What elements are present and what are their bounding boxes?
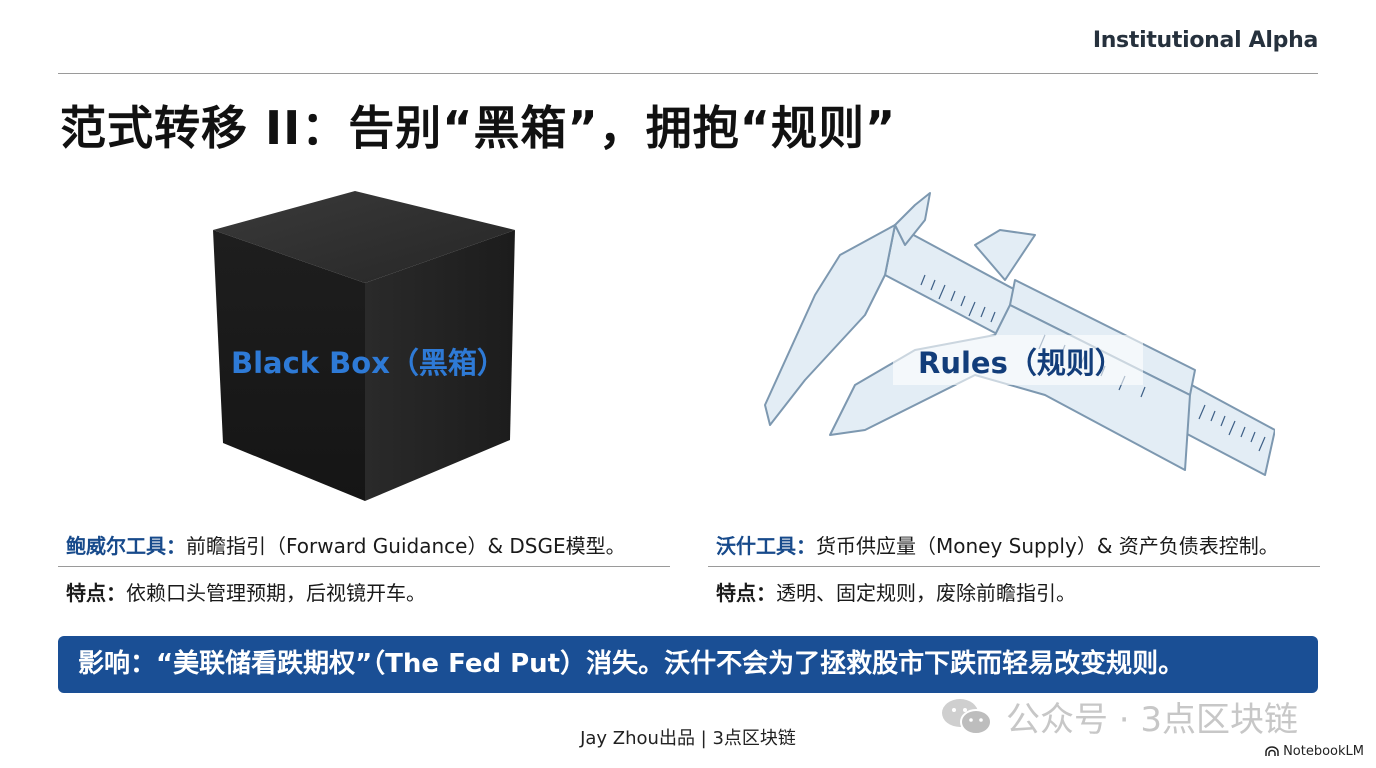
powell-column: 鲍威尔工具：前瞻指引（Forward Guidance）& DSGE模型。 特点… <box>58 530 670 607</box>
powell-features: 特点：依赖口头管理预期，后视镜开车。 <box>58 579 670 607</box>
wechat-icon <box>942 698 992 735</box>
rules-label: Rules（规则） <box>918 346 1124 380</box>
page-title: 范式转移 II：告别“黑箱”，拥抱“规则” <box>60 101 897 155</box>
warsh-features: 特点：透明、固定规则，废除前瞻指引。 <box>708 579 1320 607</box>
warsh-tools-value: 货币供应量（Money Supply）& 资产负债表控制。 <box>816 534 1279 558</box>
header-divider <box>58 73 1318 74</box>
column-divider <box>708 566 1320 567</box>
notebooklm-icon <box>1265 746 1279 756</box>
notebooklm-badge: NotebookLM <box>1265 744 1364 759</box>
black-box-label: Black Box（黑箱） <box>231 346 506 380</box>
footer-credit: Jay Zhou出品 | 3点区块链 <box>0 724 1376 750</box>
impact-banner: 影响：“美联储看跌期权”（The Fed Put）消失。沃什不会为了拯救股市下跌… <box>58 636 1318 693</box>
warsh-tools: 沃什工具：货币供应量（Money Supply）& 资产负债表控制。 <box>708 530 1320 564</box>
powell-tools-value: 前瞻指引（Forward Guidance）& DSGE模型。 <box>186 534 626 558</box>
warsh-features-value: 透明、固定规则，废除前瞻指引。 <box>776 581 1076 605</box>
black-cube-icon <box>205 185 525 505</box>
powell-tools-key: 鲍威尔工具： <box>66 534 186 558</box>
warsh-column: 沃什工具：货币供应量（Money Supply）& 资产负债表控制。 特点：透明… <box>708 530 1320 607</box>
warsh-tools-key: 沃什工具： <box>716 534 816 558</box>
column-divider <box>58 566 670 567</box>
notebooklm-text: NotebookLM <box>1283 744 1364 759</box>
powell-features-key: 特点： <box>66 581 126 605</box>
watermark-text: 公众号 · 3点区块链 <box>1006 700 1299 740</box>
powell-features-value: 依赖口头管理预期，后视镜开车。 <box>126 581 426 605</box>
warsh-features-key: 特点： <box>716 581 776 605</box>
rules-label-backdrop <box>893 335 1143 385</box>
brand-label: Institutional Alpha <box>1092 28 1318 53</box>
footer-credit-text: Jay Zhou出品 | 3点区块链 <box>580 728 796 749</box>
powell-tools: 鲍威尔工具：前瞻指引（Forward Guidance）& DSGE模型。 <box>58 530 670 564</box>
wechat-watermark: 公众号 · 3点区块链 <box>940 692 1298 741</box>
